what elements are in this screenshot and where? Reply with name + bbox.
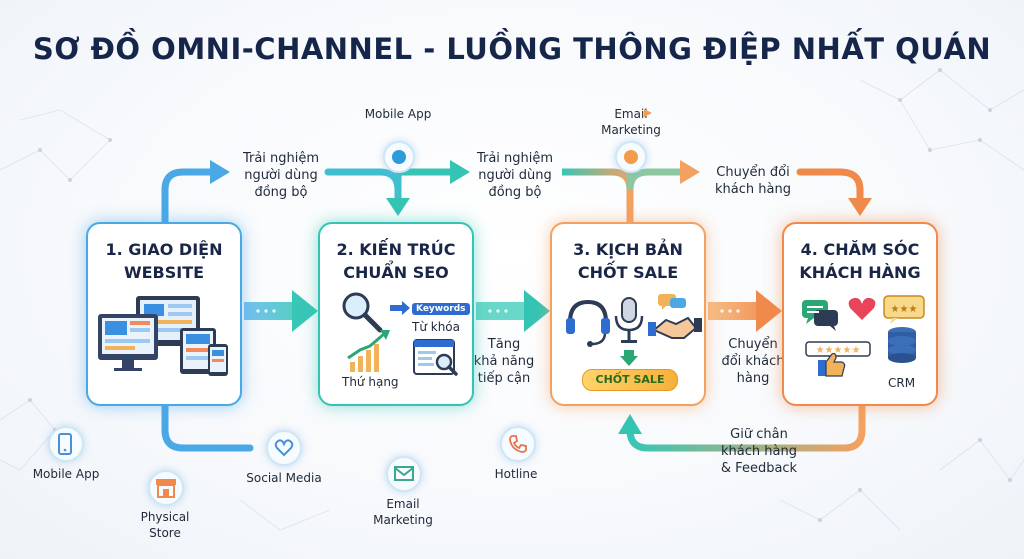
keyword-caption: Từ khóa	[412, 320, 460, 334]
arrow-feedback	[626, 406, 866, 452]
arrowhead-mid-2	[524, 290, 550, 332]
arrow-top-4	[562, 168, 634, 222]
devices-icon	[98, 296, 228, 376]
svg-text:★★★: ★★★	[891, 304, 918, 315]
chart-icon	[347, 330, 390, 372]
arrow-top-5	[626, 168, 682, 191]
node-dot-icon	[624, 150, 638, 164]
arrowhead-top-6	[848, 198, 872, 216]
heart-icon	[848, 297, 876, 320]
email-node-icon	[615, 141, 647, 173]
channel-social-media-label: Social Media	[246, 471, 322, 485]
label-reach: Tăng khả năng tiếp cận	[473, 337, 535, 386]
arrow-bottom-left	[161, 402, 254, 452]
arrowhead-mid-3	[756, 290, 782, 332]
channel-hotline-label: Hotline	[494, 467, 538, 481]
magnifier-icon	[342, 292, 383, 333]
handshake-icon	[648, 294, 702, 339]
store-icon	[156, 479, 176, 498]
step-box-website: 1. GIAO DIỆN WEBSITE	[86, 222, 242, 406]
step-box-sales: 3. KỊCH BẢN CHỐT SALE	[550, 222, 706, 406]
channel-circle	[386, 456, 422, 492]
microphone-icon	[614, 297, 644, 366]
channel-top-mobile-app-label: Mobile App	[364, 107, 432, 121]
label-sync-1: Trải nghiệm người dùng đồng bộ	[242, 151, 320, 200]
channel-circle	[48, 426, 84, 462]
arrowhead-top-3	[450, 160, 470, 184]
arrowhead-feedback	[618, 414, 642, 434]
chat-bubbles-icon	[802, 300, 838, 331]
step-box-seo: 2. KIẾN TRÚC CHUẨN SEO	[318, 222, 474, 406]
arrow-mid-1-shaft	[244, 302, 298, 320]
label-retention: Giữ chân khách hàng & Feedback	[720, 427, 798, 476]
arrowhead-mid-1	[292, 290, 318, 332]
arrowhead-top-5	[680, 160, 700, 184]
arrowhead-top-1	[210, 160, 230, 184]
arrow-top-1	[161, 168, 216, 226]
arrow-mid-3-shaft	[708, 302, 762, 320]
channel-circle	[266, 430, 302, 466]
ranking-caption: Thứ hạng	[342, 375, 399, 389]
arrowhead-top-2	[386, 198, 410, 216]
channel-mobile-app-label: Mobile App	[32, 467, 100, 481]
thumbs-up-icon	[818, 352, 846, 377]
channel-circle	[148, 470, 184, 506]
arrow-mid-2-shaft	[476, 302, 530, 320]
keywords-badge: Keywords	[412, 303, 470, 315]
phone-icon	[509, 435, 527, 453]
channel-top-email-label: Email Marketing	[601, 107, 661, 137]
step-title: 2. KIẾN TRÚC CHUẨN SEO	[336, 240, 456, 282]
envelope-icon	[394, 466, 414, 481]
arrow-top-2a	[324, 168, 402, 204]
step-title: 1. GIAO DIỆN WEBSITE	[105, 240, 223, 282]
web-search-icon	[413, 339, 458, 376]
arrow-top-6	[796, 168, 864, 204]
node-dot-icon	[392, 150, 406, 164]
seo-icons	[342, 292, 458, 376]
svg-text:★★★★★: ★★★★★	[816, 345, 861, 356]
channel-circle	[500, 426, 536, 462]
headset-icon	[566, 299, 610, 347]
label-conversion-mid: Chuyển đổi khách hàng	[721, 337, 785, 386]
label-conversion-top: Chuyển đổi khách hàng	[715, 165, 791, 197]
play-icon	[644, 109, 652, 117]
care-icons: ★★★ ★★★★★	[802, 295, 925, 377]
channel-physical-store-label: Physical Store	[140, 510, 190, 540]
step-box-care: 4. CHĂM SÓC KHÁCH HÀNG ★★★ ★★★★★	[782, 222, 938, 406]
database-icon	[888, 327, 916, 363]
mobile-phone-icon	[58, 433, 72, 455]
close-sale-badge: CHỐT SALE	[582, 369, 678, 391]
rating-bubble-icon: ★★★	[883, 295, 925, 324]
label-sync-2: Trải nghiệm người dùng đồng bộ	[476, 151, 554, 200]
sales-icons	[566, 294, 702, 366]
heart-outline-icon	[274, 439, 294, 457]
step-title: 4. CHĂM SÓC KHÁCH HÀNG	[799, 240, 921, 282]
diagram-title: SƠ ĐỒ OMNI-CHANNEL - LUỒNG THÔNG ĐIỆP NH…	[32, 32, 992, 66]
crm-caption: CRM	[888, 376, 916, 390]
step-title: 3. KỊCH BẢN CHỐT SALE	[573, 240, 683, 282]
five-star-rating-icon: ★★★★★	[805, 341, 871, 357]
channel-email-marketing-label: Email Marketing	[373, 497, 433, 527]
